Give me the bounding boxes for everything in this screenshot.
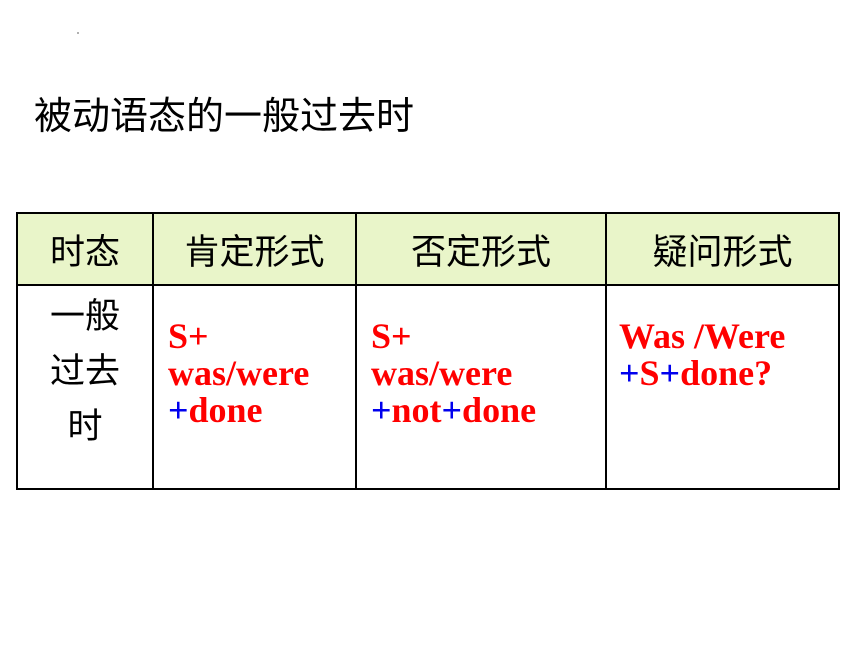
plus-sign: + [371,390,392,430]
header-affirmative: 肯定形式 [152,212,357,286]
plus-sign: + [441,390,463,430]
header-negative: 否定形式 [355,212,607,286]
tense-line-1: 一般 [49,297,120,337]
page-title: 被动语态的一般过去时 [34,94,415,138]
question-subject: S [639,353,660,393]
tense-line-3: 时 [67,407,103,447]
negative-subject: S+ [371,316,412,356]
question-cell: Was /Were +S+done? [605,284,840,490]
header-question: 疑问形式 [605,212,840,286]
plus-sign: + [168,390,189,430]
affirmative-participle-line: +done [168,392,355,429]
plus-sign: + [659,353,681,393]
negative-participle-line: +not+done [371,392,605,429]
tense-line-2: 过去 [49,352,120,392]
plus-sign: + [619,353,640,393]
grammar-table: 时态 肯定形式 否定形式 疑问形式 一般 过去 时 S+ was/were +d… [16,212,840,490]
tense-cell: 一般 过去 时 [16,284,154,490]
decorative-dot [77,32,79,34]
negative-not: not [391,390,442,430]
affirmative-subject: S+ [168,316,209,356]
negative-cell: S+ was/were +not+done [355,284,607,490]
affirmative-cell: S+ was/were +done [152,284,357,490]
question-rest-line: +S+done? [619,355,838,392]
affirmative-participle: done [188,390,263,430]
affirmative-verb: was/were [168,353,310,393]
negative-participle: done [462,390,537,430]
question-verb: Was /Were [619,316,786,356]
question-participle: done? [680,353,773,393]
table-header-row: 时态 肯定形式 否定形式 疑问形式 [16,212,840,286]
header-tense: 时态 [16,212,154,286]
table-row: 一般 过去 时 S+ was/were +done S+ was/were +n… [16,284,840,490]
negative-verb: was/were [371,353,513,393]
